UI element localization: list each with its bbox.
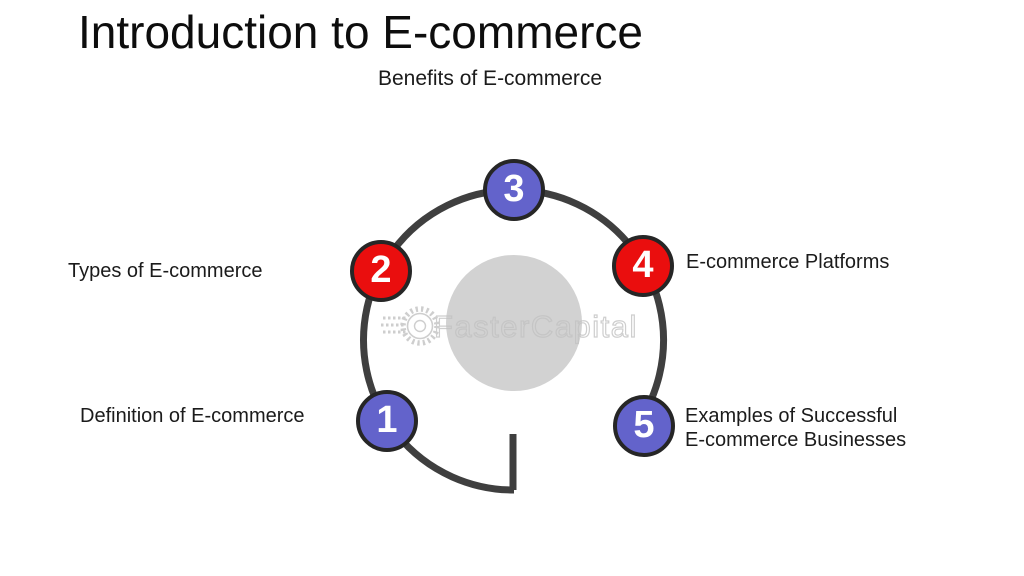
node-5-number: 5	[633, 404, 655, 446]
node-3: 3	[483, 159, 545, 221]
center-circle	[446, 255, 582, 391]
label-types-of-ecommerce: Types of E-commerce	[68, 260, 263, 282]
label-definition-of-ecommerce: Definition of E-commerce	[80, 405, 305, 427]
label-benefits-of-ecommerce: Benefits of E-commerce	[378, 67, 603, 90]
node-5: 5	[613, 395, 675, 457]
node-3-number: 3	[503, 168, 525, 210]
watermark: FasterCapital	[381, 306, 638, 346]
node-2-number: 2	[370, 249, 392, 291]
node-2: 2	[350, 240, 412, 302]
node-4: 4	[612, 235, 674, 297]
label-examples-of-successful-ecommerce: Examples of Successful E-commerce Busine…	[685, 405, 907, 451]
label-ecommerce-platforms: E-commerce Platforms	[686, 251, 890, 273]
node-4-number: 4	[632, 244, 654, 286]
watermark-text: FasterCapital	[434, 309, 638, 344]
gear-icon	[381, 306, 440, 346]
node-1-number: 1	[376, 399, 398, 441]
page-title: Introduction to E-commerce	[78, 6, 644, 58]
node-1: 1	[356, 390, 418, 452]
